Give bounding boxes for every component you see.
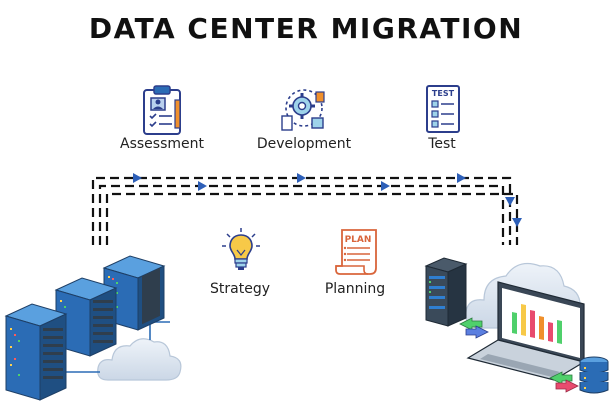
clipboard-checklist-icon xyxy=(143,85,181,135)
lightbulb-icon xyxy=(222,228,260,270)
plan-icon-text: PLAN xyxy=(345,235,372,245)
migration-path xyxy=(91,176,519,245)
page-title: DATA CENTER MIGRATION xyxy=(88,12,524,45)
server-rack-icon xyxy=(54,277,118,357)
strategy-label: Strategy xyxy=(210,281,270,297)
server-tower-icon xyxy=(424,257,468,327)
arrow-right-2 xyxy=(198,181,207,191)
server-rack-icon xyxy=(4,303,68,401)
assessment-label: Assessment xyxy=(120,136,204,152)
laptop-icon xyxy=(466,281,586,381)
database-icon xyxy=(579,356,609,394)
planning-label: Planning xyxy=(324,281,386,297)
arrow-right-5 xyxy=(457,173,466,183)
arrow-down-2 xyxy=(512,218,522,227)
gear-monitor-icon xyxy=(281,89,325,131)
test-icon-text: TEST xyxy=(432,89,455,98)
development-label: Development xyxy=(256,136,352,152)
exchange-arrows-icon xyxy=(459,317,489,339)
test-label: Test xyxy=(428,136,456,152)
migration-arrows xyxy=(133,173,522,227)
arrow-right-4 xyxy=(381,181,390,191)
source-data-center xyxy=(4,255,182,401)
server-rack-icon xyxy=(102,255,166,331)
cloud-icon xyxy=(97,338,182,381)
screen-bar-chart xyxy=(512,304,562,344)
arrow-right-3 xyxy=(297,173,306,183)
arrow-down-1 xyxy=(505,197,515,206)
arrow-right-1 xyxy=(133,173,142,183)
target-cloud-environment xyxy=(424,257,609,394)
plan-scroll-icon: PLAN xyxy=(335,229,377,275)
test-checklist-icon: TEST xyxy=(426,85,460,133)
exchange-arrows-icon xyxy=(549,371,579,393)
